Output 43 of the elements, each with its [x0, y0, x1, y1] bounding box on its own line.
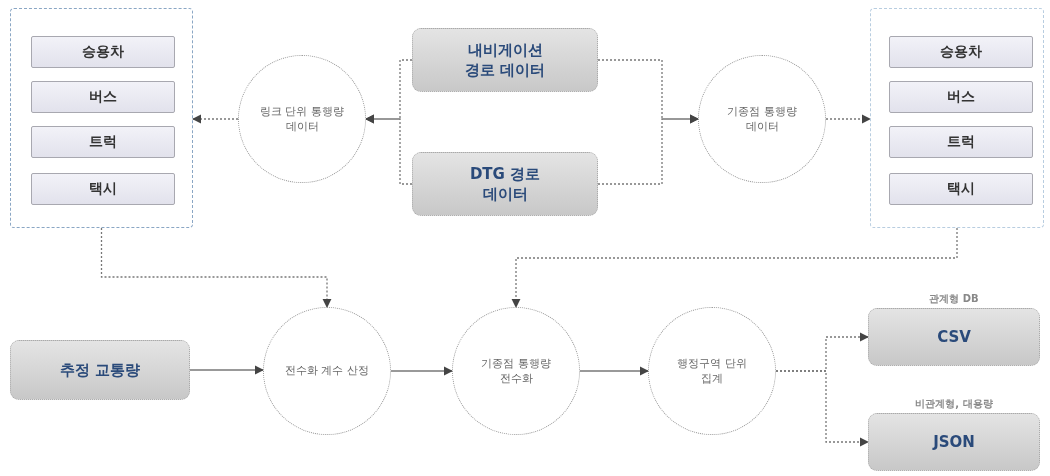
arrow — [597, 114, 699, 185]
vehicle-type-box — [31, 81, 175, 113]
arrow — [192, 114, 239, 124]
box-label: 승용차 — [82, 43, 124, 61]
circle-label: 기종점 통행량 데이터 — [726, 103, 798, 135]
arrow — [511, 227, 958, 308]
vehicle-type-box — [889, 173, 1033, 205]
storage-note: 관계형 DB — [928, 292, 980, 306]
arrow — [825, 114, 871, 124]
vehicle-type-box — [889, 126, 1033, 158]
arrow — [579, 366, 649, 376]
vehicle-type-box — [889, 36, 1033, 68]
vehicle-group-panel — [870, 8, 1044, 228]
box-label: 트럭 — [89, 133, 117, 151]
arrow — [100, 227, 332, 308]
box-label: 택시 — [89, 180, 117, 198]
arrow — [365, 114, 413, 185]
box-label: 트럭 — [947, 133, 975, 151]
circle-label: 행정구역 단위 집계 — [676, 355, 748, 387]
arrow — [775, 370, 869, 447]
vehicle-group-panel — [10, 8, 193, 228]
vehicle-type-box — [31, 173, 175, 205]
box-label: 택시 — [947, 180, 975, 198]
box-label: 승용차 — [940, 43, 982, 61]
vehicle-type-box — [31, 126, 175, 158]
vehicle-type-box — [31, 36, 175, 68]
box-label: 버스 — [947, 88, 975, 106]
box-label: JSON — [931, 431, 976, 453]
box-label: CSV — [936, 326, 972, 348]
box-label: DTG 경로 데이터 — [468, 163, 542, 205]
data-box — [10, 340, 190, 400]
box-label: 버스 — [89, 88, 117, 106]
data-box — [412, 152, 598, 216]
vehicle-type-box — [889, 81, 1033, 113]
circle-label: 링크 단위 통행량 데이터 — [260, 103, 344, 135]
arrow — [390, 366, 453, 376]
arrow — [189, 365, 264, 375]
storage-note: 비관계형, 대용량 — [914, 397, 994, 411]
circle-label: 기종점 통행량 전수화 — [480, 355, 552, 387]
box-label: 추정 교통량 — [58, 359, 142, 381]
box-label: 내비게이션 경로 데이터 — [463, 39, 547, 81]
circle-label: 전수화 계수 산정 — [285, 363, 369, 379]
data-box — [412, 28, 598, 92]
